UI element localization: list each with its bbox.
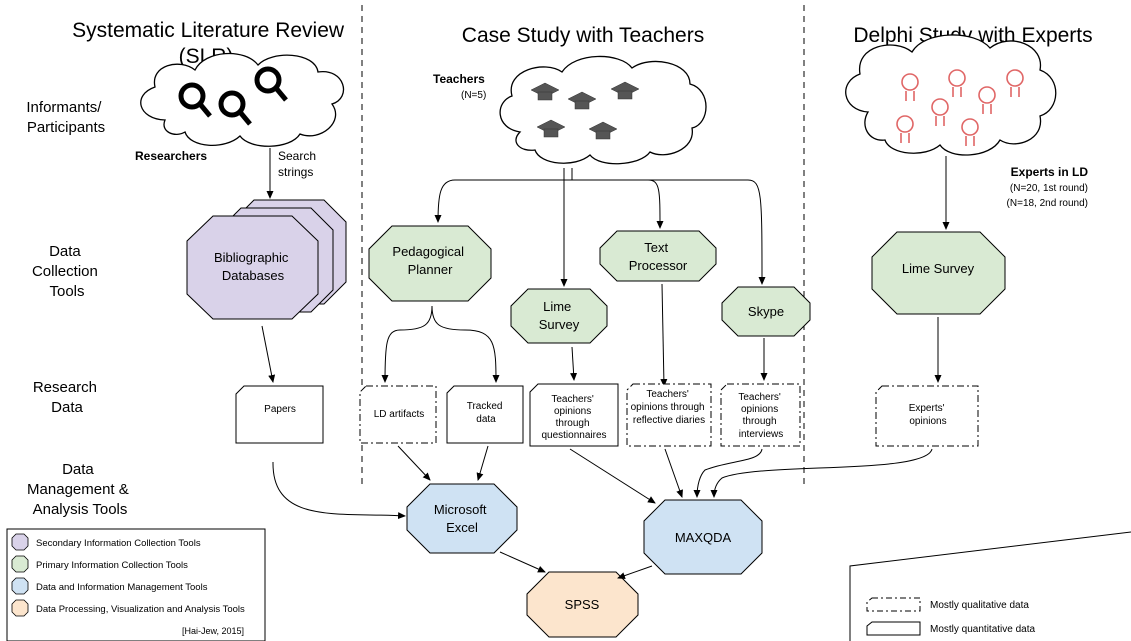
arrow-planner-split-right [431, 305, 500, 383]
search-strings-label: Search strings [278, 149, 319, 179]
arrow-teachers-to-pedagogical [434, 168, 573, 223]
diaries-label: Teachers' opinions through reflective di… [631, 389, 708, 426]
spss-node [526, 571, 639, 638]
legend-left-items: Secondary Information Collection Tools P… [11, 533, 245, 636]
arrow-diaries-to-maxqda [664, 448, 683, 498]
legend-label-secondary: Secondary Information Collection Tools [36, 538, 201, 549]
experts-opinions-label: Experts' opinions [909, 403, 948, 427]
teachers-count-label: (N=5) [461, 90, 486, 101]
bibliographic-databases-node [186, 215, 319, 320]
bibliographic-databases-label: Bibliographic Databases [214, 250, 292, 283]
row-label-informants: Informants/ Participants [26, 99, 105, 136]
teachers-label: Teachers [433, 72, 485, 86]
arrow-experts-opinions-to-maxqda [710, 448, 933, 498]
lime-survey-teachers-label: Lime Survey [539, 299, 580, 332]
text-processor-label: Text Processor [629, 240, 688, 273]
legend-swatch-management [11, 577, 29, 595]
arrow-questionnaires-to-maxqda [569, 448, 656, 504]
arrow-planner-split [381, 305, 433, 383]
row-label-research-data: Research Data [33, 379, 101, 416]
arrow-lime-to-questionnaires [570, 346, 578, 381]
spss-label: SPSS [565, 597, 600, 612]
microsoft-excel-node [406, 483, 518, 554]
maxqda-node [643, 499, 763, 575]
papers-label: Papers [264, 404, 296, 415]
legend-right-box [849, 531, 1131, 641]
tracked-data-document [446, 385, 524, 444]
experts-label: Experts in LD [1011, 165, 1089, 179]
arrow-maxqda-to-spss [617, 565, 653, 579]
pedagogical-planner-node [368, 225, 492, 302]
legend-label-primary: Primary Information Collection Tools [36, 560, 188, 571]
legend-swatch-qualitative [866, 597, 921, 612]
experts-count-round1: (N=20, 1st round) [1010, 183, 1088, 194]
researchers-label: Researchers [135, 149, 207, 163]
legend-label-quantitative: Mostly quantitative data [930, 624, 1035, 635]
arrow-ld-to-excel [397, 445, 431, 481]
arrow-teachers-to-text-processor [571, 168, 664, 229]
maxqda-label: MAXQDA [675, 530, 732, 545]
experts-cloud [845, 34, 1057, 156]
text-processor-node [599, 230, 717, 282]
ld-artifacts-document [359, 385, 437, 444]
row-label-management-tools: Data Management & Analysis Tools [27, 461, 133, 518]
interviews-document [720, 383, 801, 447]
column-title-case-study: Case Study with Teachers [462, 24, 704, 47]
experts-count-round2: (N=18, 2nd round) [1007, 198, 1088, 209]
lightbulb-icon [896, 69, 1024, 146]
arrow-tracked-to-excel [476, 445, 489, 481]
lime-survey-experts-node [871, 231, 1006, 315]
questionnaires-document [529, 383, 619, 447]
legend-label-qualitative: Mostly qualitative data [930, 600, 1029, 611]
skype-node [721, 286, 811, 337]
lime-survey-experts-label: Lime Survey [902, 261, 975, 276]
arrow-teachers-to-skype [648, 179, 766, 285]
legend-swatch-processing [11, 599, 29, 617]
papers-document [235, 385, 324, 444]
citation-label: [Hai-Jew, 2015] [182, 626, 244, 636]
microsoft-excel-label: Microsoft Excel [434, 502, 490, 535]
column-title-delphi: Delphi Study with Experts [853, 24, 1092, 47]
arrow-databases-to-papers [261, 325, 276, 383]
interviews-label: Teachers' opinions through interviews [738, 392, 783, 440]
legend-label-processing: Data Processing, Visualization and Analy… [36, 604, 245, 615]
skype-label: Skype [748, 304, 784, 319]
row-label-collection-tools: Data Collection Tools [32, 243, 102, 300]
legend-swatch-quantitative [866, 621, 921, 636]
ld-artifacts-label: LD artifacts [374, 409, 425, 420]
legend-label-management: Data and Information Management Tools [36, 582, 208, 593]
diaries-document [626, 383, 712, 447]
graduation-cap-icon [530, 81, 640, 140]
legend-swatch-primary [11, 555, 29, 573]
legend-swatch-secondary [11, 533, 29, 551]
arrow-papers-to-excel [272, 461, 406, 520]
tracked-data-label: Tracked data [467, 401, 506, 425]
arrow-excel-to-spss [499, 551, 546, 573]
arrow-interviews-to-maxqda [693, 448, 763, 498]
questionnaires-label: Teachers' opinions through questionnaire… [541, 394, 606, 441]
legend-left-box [6, 528, 266, 641]
teachers-cloud [499, 55, 707, 165]
experts-opinions-document [875, 385, 979, 447]
pedagogical-planner-label: Pedagogical Planner [392, 244, 467, 277]
arrow-text-to-diaries [660, 283, 668, 387]
lime-survey-teachers-node [510, 288, 608, 344]
magnifier-icon [178, 66, 288, 126]
